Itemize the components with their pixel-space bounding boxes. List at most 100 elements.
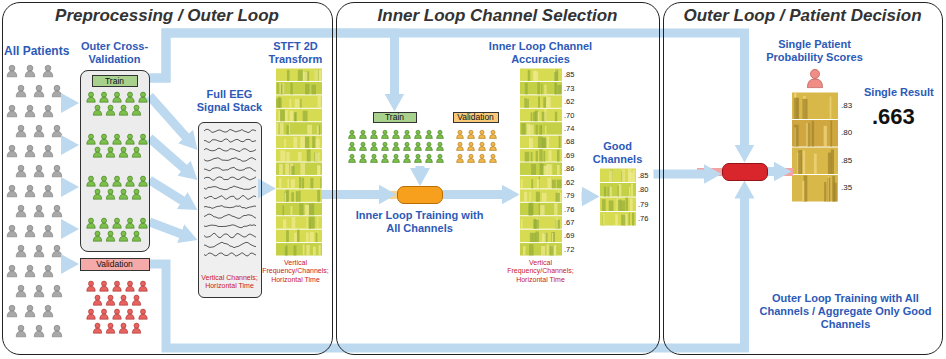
spectrogram-tile	[276, 149, 322, 161]
spectrogram-streak	[619, 184, 622, 196]
patient-head	[101, 218, 106, 223]
patient-head	[134, 295, 139, 300]
spectrogram-streak	[535, 231, 539, 242]
patient-head	[54, 325, 60, 331]
spectrogram-streak	[542, 233, 546, 242]
patient-head	[134, 189, 139, 194]
spectrogram-streak	[544, 109, 546, 121]
patient-icon	[113, 134, 121, 144]
patient-icon	[25, 185, 35, 197]
spectrogram-streak	[285, 193, 286, 202]
patient-icon	[119, 323, 127, 333]
patient-body	[457, 134, 464, 138]
patient-body	[106, 110, 114, 115]
spectrogram-streak	[541, 125, 542, 135]
patient-head	[127, 92, 132, 97]
flow-arrow-line	[768, 167, 778, 176]
patient-head	[108, 147, 113, 152]
spectrogram-tile	[520, 176, 562, 188]
spectrogram-streak	[620, 200, 625, 211]
spectrogram-streak	[542, 138, 546, 148]
patient-body	[349, 146, 356, 150]
patient-body	[393, 158, 400, 162]
patient-icon	[360, 154, 367, 162]
spectrogram-streak	[608, 187, 610, 197]
spectrogram-streak	[547, 178, 551, 189]
patient-body	[113, 223, 121, 228]
spectrogram-streak	[306, 245, 309, 256]
patient-icon	[25, 225, 35, 237]
patient-icon	[16, 245, 26, 257]
patient-icon	[43, 265, 53, 277]
spectrogram-tile	[520, 243, 562, 255]
spectrogram-streak	[531, 112, 533, 121]
spectrogram-streak	[549, 164, 552, 175]
patient-icon	[43, 305, 53, 317]
spectrogram-streak	[828, 176, 829, 201]
patient-body	[100, 181, 108, 186]
patient-body	[404, 158, 411, 162]
patient-icon	[100, 176, 108, 186]
patient-head	[108, 105, 113, 110]
patient-body	[437, 134, 444, 138]
patient-icon	[119, 147, 127, 157]
spectrogram-streak	[536, 125, 538, 135]
spectrogram-streak	[529, 192, 530, 202]
patient-head	[383, 154, 387, 158]
spectrogram-streak	[812, 121, 814, 147]
patient-head	[372, 154, 376, 158]
accuracy-value: .69	[564, 151, 574, 160]
patient-body	[16, 131, 26, 137]
patient-head	[127, 309, 132, 314]
accuracy-value: .73	[564, 84, 574, 93]
patient-icon	[457, 142, 464, 150]
spectrogram-streak	[306, 232, 308, 242]
spectrogram-tile	[520, 203, 562, 215]
patient-body	[132, 194, 140, 199]
spectrogram-streak	[554, 203, 557, 215]
patient-head	[405, 130, 409, 134]
patient-head	[480, 154, 484, 158]
patient-head	[134, 147, 139, 152]
patient-head	[372, 142, 376, 146]
spectrogram-streak	[309, 220, 310, 229]
patient-icon	[106, 147, 114, 157]
box-label: Train	[385, 112, 404, 122]
patient-head	[36, 245, 42, 251]
spectrogram-tile	[520, 189, 562, 201]
patient-head	[18, 125, 24, 131]
spectrogram-streak	[557, 85, 561, 94]
spectrogram-streak	[298, 152, 302, 162]
spectrogram-streak	[286, 152, 290, 161]
patient-body	[7, 111, 17, 117]
spectrogram-streak	[540, 163, 543, 175]
patient-body	[100, 97, 108, 102]
patient-head	[95, 295, 100, 300]
patient-head	[27, 145, 33, 151]
accuracy-value: .69	[564, 231, 574, 240]
patient-icon	[87, 218, 95, 228]
spectrogram-streak	[552, 180, 556, 189]
spectrogram-streak	[629, 213, 630, 226]
patient-head	[101, 134, 106, 139]
accuracy-value: .85	[564, 70, 574, 79]
patient-icon	[126, 92, 134, 102]
patient-body	[87, 314, 95, 319]
patient-body	[126, 139, 134, 144]
patient-body	[132, 110, 140, 115]
spectrogram-streak	[794, 125, 799, 147]
spectrogram-streak	[622, 170, 625, 182]
spectrogram-streak	[557, 165, 560, 175]
patient-head	[361, 130, 365, 134]
patient-head	[121, 231, 126, 236]
patient-body	[113, 139, 121, 144]
patient-icon	[415, 142, 422, 150]
patient-icon	[52, 245, 62, 257]
patient-body	[106, 236, 114, 241]
spectrogram-streak	[629, 187, 630, 196]
spectrogram-tile	[276, 176, 322, 188]
stack-fill	[198, 122, 262, 298]
patient-head	[9, 105, 15, 111]
patient-body	[139, 223, 147, 228]
patient-body	[479, 134, 486, 138]
